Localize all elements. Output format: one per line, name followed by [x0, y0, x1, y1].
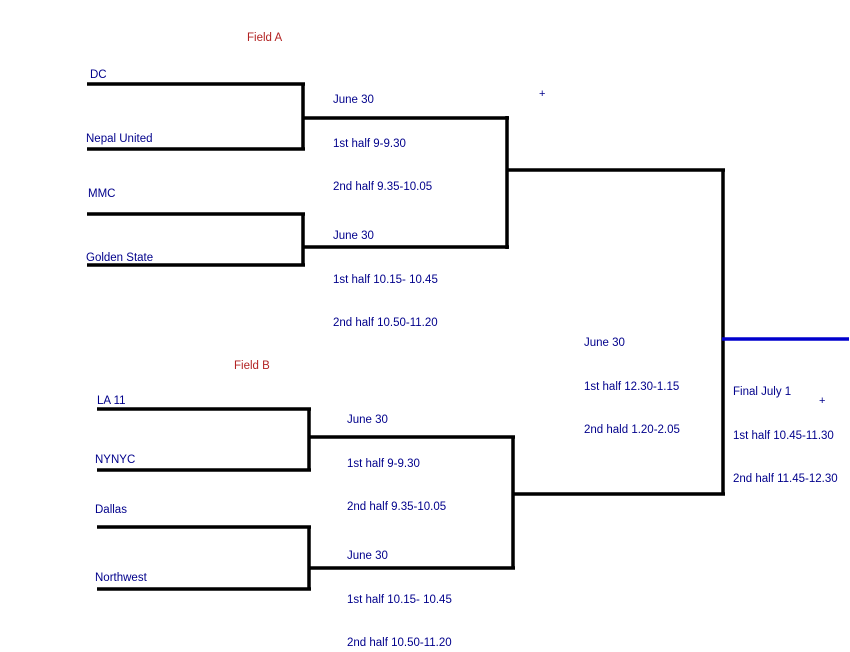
team-label-golden-state: Golden State	[86, 252, 154, 264]
final-first-half: 1st half 10.45-11.30	[733, 429, 834, 442]
final-second-half: 2nd half 11.45-12.30	[733, 473, 838, 485]
team-label-nynyc: NYNYC	[95, 454, 136, 466]
team-label-nepal-united: Nepal United	[86, 133, 153, 145]
match-first-half: 1st half 10.15- 10.45	[347, 593, 452, 606]
team-label-dc: DC	[90, 69, 107, 81]
field-label-b: Field B	[234, 360, 270, 372]
match-date: June 30	[333, 94, 374, 106]
match-first-half: 1st half 12.30-1.15	[584, 380, 680, 393]
match-second-half: 2nd half 10.50-11.20	[347, 637, 452, 649]
match-info-field-b-semi-top: June 30 1st half 9-9.30 2nd half 9.35-10…	[347, 384, 446, 544]
match-second-half: 2nd half 9.35-10.05	[333, 181, 433, 193]
stray-mark-final: +	[819, 395, 826, 407]
match-info-field-a-semi-bottom: June 30 1st half 10.15- 10.45 2nd half 1…	[333, 200, 438, 360]
match-date: June 30	[347, 414, 388, 426]
match-info-field-a-semi-top: June 30 1st half 9-9.30 2nd half 9.35-10…	[333, 64, 432, 224]
match-second-half: 2nd half 10.50-11.20	[333, 317, 438, 329]
match-second-half: 2nd hald 1.20-2.05	[584, 424, 680, 436]
team-label-mmc: MMC	[88, 188, 116, 200]
match-date: June 30	[333, 230, 374, 242]
match-first-half: 1st half 9-9.30	[333, 137, 406, 150]
final-date: Final July 1	[733, 386, 792, 398]
team-label-la11: LA 11	[97, 395, 126, 407]
match-info-field-b-semi-bottom: June 30 1st half 10.15- 10.45 2nd half 1…	[347, 520, 452, 652]
field-label-a: Field A	[247, 32, 283, 44]
match-date: June 30	[584, 337, 625, 349]
match-info-final: Final July 1 1st half 10.45-11.30 2nd ha…	[733, 356, 838, 516]
match-second-half: 2nd half 9.35-10.05	[347, 501, 447, 513]
match-first-half: 1st half 10.15- 10.45	[333, 273, 438, 286]
match-first-half: 1st half 9-9.30	[347, 457, 420, 470]
team-label-northwest: Northwest	[95, 572, 147, 584]
match-date: June 30	[347, 550, 388, 562]
stray-mark-upper: +	[539, 88, 546, 100]
match-info-semifinal: June 30 1st half 12.30-1.15 2nd hald 1.2…	[584, 307, 680, 467]
team-label-dallas: Dallas	[95, 504, 127, 516]
